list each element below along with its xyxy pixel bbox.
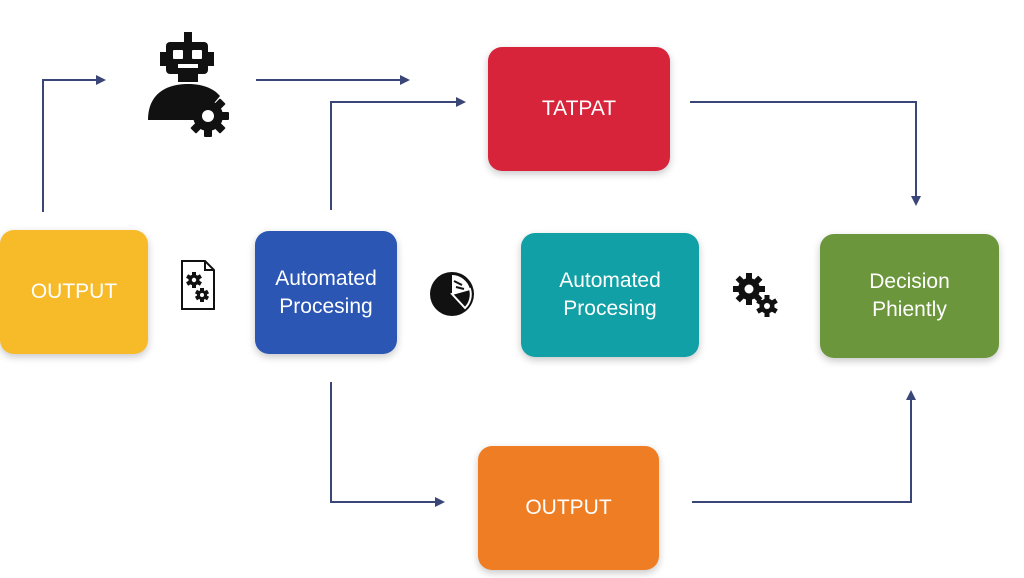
gears-icon: [733, 273, 778, 317]
decision-box[interactable]: Decision Phiently: [820, 234, 999, 358]
decision-label: Decision Phiently: [869, 270, 950, 321]
output-bottom-label: OUTPUT: [525, 496, 612, 519]
arrow-loop-to-tatpat: [330, 97, 466, 210]
output-left-box[interactable]: OUTPUT: [0, 230, 148, 354]
tatpat-box[interactable]: TATPAT: [488, 47, 670, 171]
arrow-tatpat-to-decision: [690, 101, 921, 206]
document-gears-icon: [181, 260, 215, 310]
arrow-output-to-decision: [692, 390, 916, 503]
arrow-output-to-robot: [42, 75, 106, 212]
output-left-label: OUTPUT: [30, 280, 118, 303]
automated-processing-teal-label: Automated Procesing: [559, 269, 661, 320]
automated-processing-blue-box[interactable]: Automated Procesing: [255, 231, 397, 354]
pie-chart-icon: [430, 272, 474, 316]
tatpat-label: TATPAT: [541, 97, 617, 120]
automated-processing-teal-box[interactable]: Automated Procesing: [521, 233, 699, 357]
arrow-blue-to-output: [330, 382, 445, 507]
output-bottom-box[interactable]: OUTPUT: [478, 446, 659, 570]
automated-processing-blue-label: Automated Procesing: [275, 266, 377, 318]
robot-user-gear-icon: [148, 32, 229, 137]
